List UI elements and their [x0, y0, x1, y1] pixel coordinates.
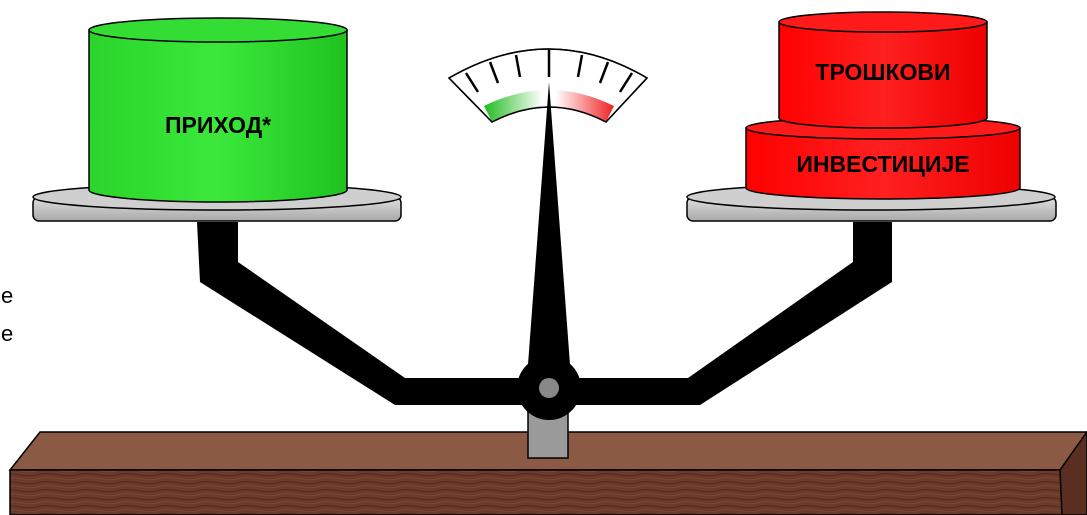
costs-label: ТРОШКОВИ	[815, 59, 950, 85]
pivot	[517, 356, 581, 420]
income-label: ПРИХОД*	[165, 112, 271, 138]
investments-weight: ИНВЕСТИЦИЈЕ	[746, 117, 1020, 199]
income-weight: ПРИХОД*	[89, 18, 347, 202]
costs-weight: ТРОШКОВИ	[779, 12, 987, 128]
side-text-line-1: e	[1, 283, 13, 308]
side-text-line-2: e	[1, 321, 13, 346]
gauge-needle	[527, 82, 571, 378]
investments-label: ИНВЕСТИЦИЈЕ	[796, 151, 969, 177]
